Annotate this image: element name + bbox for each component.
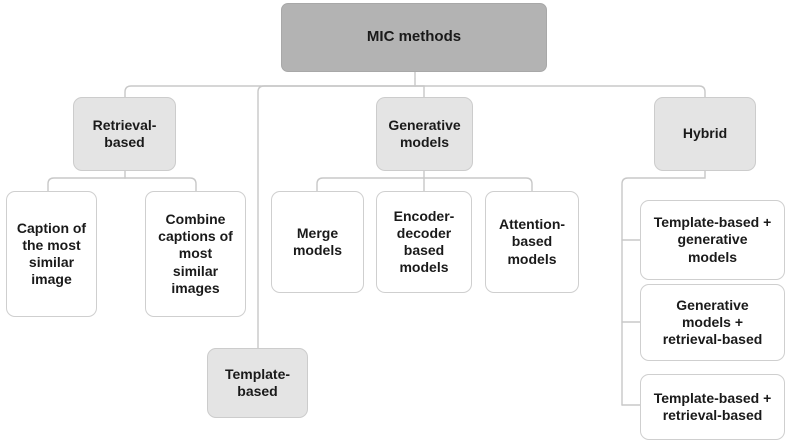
node-retrieval-based[interactable]: Retrieval- based	[73, 97, 176, 171]
edge-retrieval-to-caption	[47, 177, 126, 192]
edge-root-to-retrieval	[124, 78, 416, 98]
node-caption-of-the-most-similar-image[interactable]: Caption of the most similar image	[6, 191, 97, 317]
node-generative-models[interactable]: Generative models	[376, 97, 473, 171]
node-attention-based-models[interactable]: Attention- based models	[485, 191, 579, 293]
node-generative-models-plus-retrieval-based[interactable]: Generative models + retrieval-based	[640, 284, 785, 361]
edge-generative-to-merge	[316, 177, 425, 192]
edge-root-to-hybrid	[414, 85, 706, 98]
edge-generative-to-attention	[423, 177, 533, 192]
node-mic-methods[interactable]: MIC methods	[281, 3, 547, 72]
edge-retrieval-to-combine	[124, 177, 197, 192]
node-template-based-plus-retrieval-based[interactable]: Template-based + retrieval-based	[640, 374, 785, 440]
node-template-based[interactable]: Template- based	[207, 348, 308, 418]
edge-root-to-generative	[414, 85, 425, 98]
node-combine-captions-of-most-similar-images[interactable]: Combine captions of most similar images	[145, 191, 246, 317]
node-encoder-decoder-based-models[interactable]: Encoder- decoder based models	[376, 191, 472, 293]
node-template-based-plus-generative-models[interactable]: Template-based + generative models	[640, 200, 785, 280]
node-hybrid[interactable]: Hybrid	[654, 97, 756, 171]
node-merge-models[interactable]: Merge models	[271, 191, 364, 293]
